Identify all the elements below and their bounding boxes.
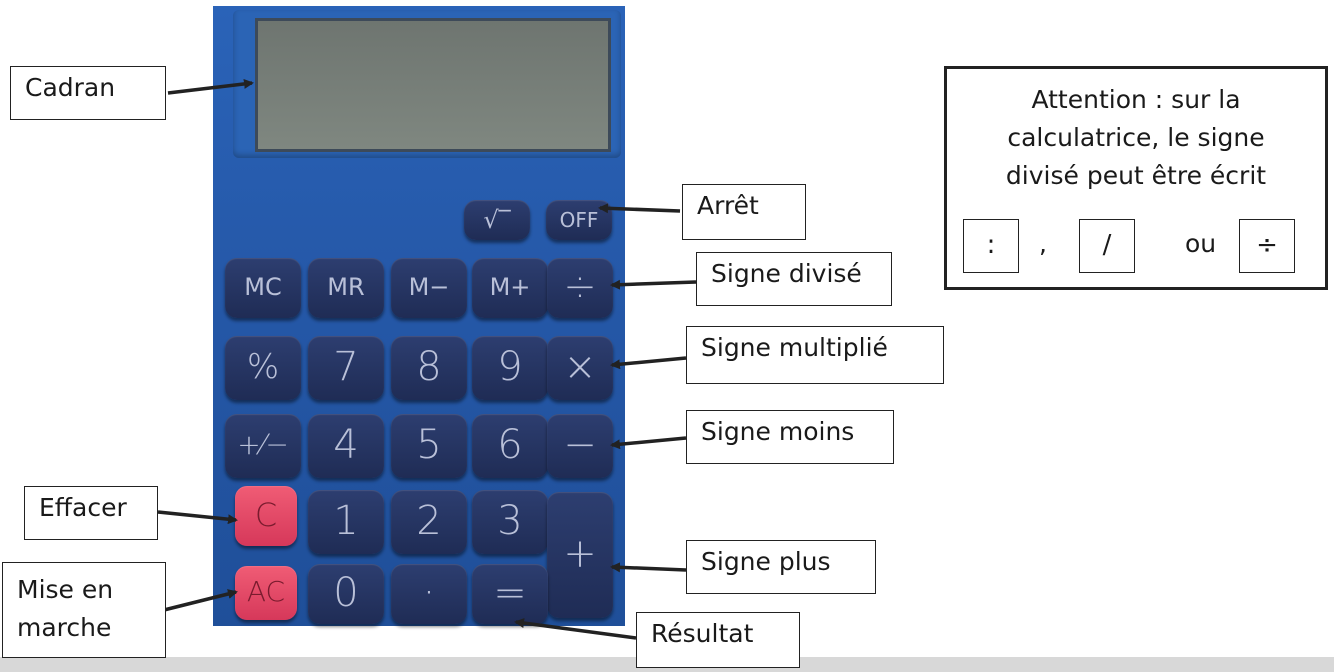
- label-cadran: Cadran: [10, 66, 166, 120]
- or-word: ou: [1185, 229, 1217, 258]
- arrow-signe-plus: [610, 562, 687, 573]
- key-7[interactable]: 7: [308, 336, 384, 400]
- key-ac[interactable]: AC: [235, 566, 297, 620]
- symbol-slash-box: /: [1079, 219, 1135, 273]
- calculator-photo: √‾ OFF MC MR M− M+ ÷ % 7 8 9 × +⁄− 4 5 6…: [213, 6, 625, 626]
- key-percent[interactable]: %: [225, 336, 301, 400]
- key-minus[interactable]: −: [547, 414, 613, 478]
- label-signe-divise: Signe divisé: [696, 252, 892, 306]
- key-mc[interactable]: MC: [225, 258, 301, 318]
- key-mr[interactable]: MR: [308, 258, 384, 318]
- arrow-resultat: [514, 618, 637, 640]
- key-equals[interactable]: =: [472, 564, 548, 624]
- key-1[interactable]: 1: [308, 490, 384, 554]
- arrow-effacer: [157, 510, 238, 525]
- key-plus[interactable]: +: [547, 492, 613, 618]
- key-9[interactable]: 9: [472, 336, 548, 400]
- key-4[interactable]: 4: [308, 414, 384, 478]
- label-effacer: Effacer: [24, 486, 158, 540]
- key-decimal[interactable]: ·: [391, 564, 467, 624]
- attention-note: Attention : sur la calculatrice, le sign…: [944, 66, 1328, 290]
- label-signe-moins: Signe moins: [686, 410, 894, 464]
- key-3[interactable]: 3: [472, 490, 548, 554]
- note-line-2: calculatrice, le signe: [1007, 123, 1265, 152]
- key-divide[interactable]: ÷: [547, 258, 613, 318]
- label-mise-en-marche: Mise en marche: [2, 562, 166, 658]
- note-line-3: divisé peut être écrit: [1005, 161, 1267, 190]
- arrow-signe-multiplie: [610, 356, 687, 370]
- label-arret: Arrêt: [682, 184, 806, 240]
- key-8[interactable]: 8: [391, 336, 467, 400]
- arrow-mise-en-marche: [163, 589, 238, 612]
- label-signe-plus: Signe plus: [686, 540, 876, 594]
- arrow-cadran: [167, 78, 254, 95]
- comma-separator: ,: [1039, 229, 1047, 258]
- key-multiply[interactable]: ×: [547, 336, 613, 400]
- key-2[interactable]: 2: [391, 490, 467, 554]
- key-sqrt[interactable]: √‾: [464, 200, 530, 240]
- key-0[interactable]: 0: [308, 564, 384, 624]
- note-text: Attention : sur la calculatrice, le sign…: [947, 81, 1325, 195]
- label-signe-multiplie: Signe multiplié: [686, 326, 944, 384]
- key-m-plus[interactable]: M+: [472, 258, 548, 318]
- calculator-display: [255, 18, 611, 152]
- key-5[interactable]: 5: [391, 414, 467, 478]
- symbol-colon-box: :: [963, 219, 1019, 273]
- key-plus-minus[interactable]: +⁄−: [225, 414, 301, 478]
- key-c[interactable]: C: [235, 486, 297, 546]
- label-mise-en-marche-line2: marche: [17, 613, 112, 642]
- note-line-1: Attention : sur la: [1031, 85, 1241, 114]
- key-m-minus[interactable]: M−: [391, 258, 467, 318]
- label-mise-en-marche-line1: Mise en: [17, 575, 114, 604]
- key-6[interactable]: 6: [472, 414, 548, 478]
- symbol-obelus-box: ÷: [1239, 219, 1295, 273]
- arrow-signe-moins: [610, 436, 687, 450]
- arrow-arret: [598, 203, 681, 214]
- label-resultat: Résultat: [636, 612, 800, 668]
- arrow-signe-divise: [610, 279, 697, 290]
